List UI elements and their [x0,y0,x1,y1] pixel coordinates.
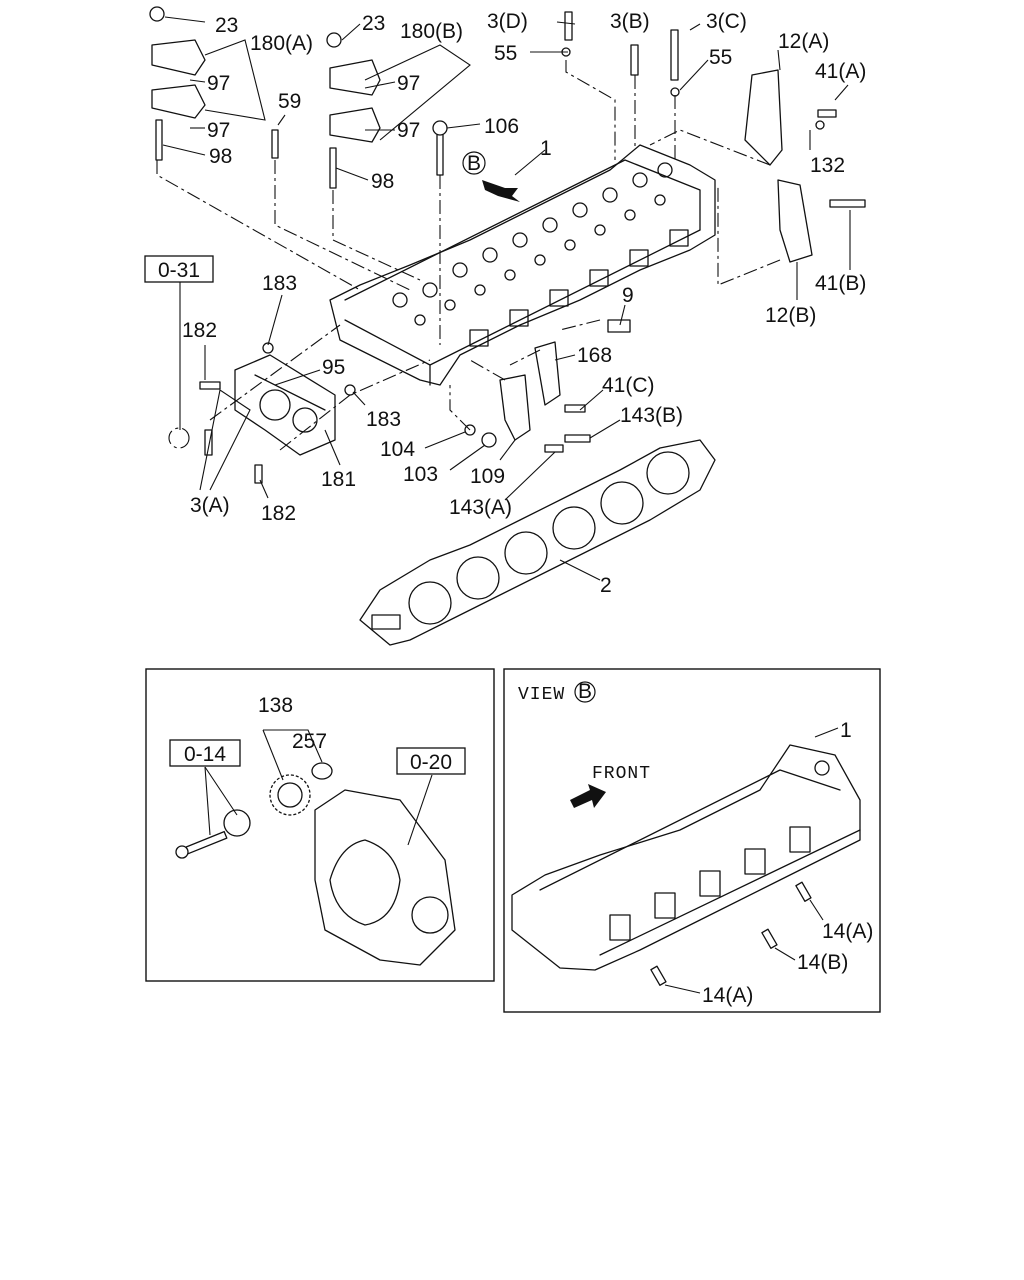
callout-143a: 143(A) [449,496,512,519]
callout-14b: 14(B) [797,951,848,974]
callout-2: 2 [600,574,612,597]
callout-9: 9 [622,284,634,307]
callout-183a: 183 [262,272,297,295]
main-callouts: 23 23 180(A) 180(B) 97 97 97 97 98 98 59… [182,10,866,597]
view-b-inset: VIEW B FRONT 1 14(A) 14(B) 14(A) [503,668,881,1013]
callout-3a: 3(A) [190,494,230,517]
bracket-illustration [499,341,561,441]
callout-97b: 97 [397,72,420,95]
callout-97d: 97 [397,119,420,142]
callout-14a-bottom: 14(A) [702,984,753,1007]
timing-gear-inset: 0-14 0-20 138 257 [145,668,495,982]
callout-143b: 143(B) [620,404,683,427]
dash-lines [156,60,781,451]
front-arrow [570,784,606,808]
callout-109: 109 [470,465,505,488]
callout-3d: 3(D) [487,10,528,33]
callout-55b: 55 [709,46,732,69]
callout-98a: 98 [209,145,232,168]
callout-183b: 183 [366,408,401,431]
callout-41b: 41(B) [815,272,866,295]
front-housing-illustration [234,354,336,456]
callout-41a: 41(A) [815,60,866,83]
callout-41c: 41(C) [602,374,655,397]
view-b-title: VIEW [518,685,565,705]
callout-23b: 23 [362,12,385,35]
callout-182a: 182 [182,319,217,342]
callout-1-main: 1 [540,137,552,160]
callout-3c: 3(C) [706,10,747,33]
callout-182b: 182 [261,502,296,525]
callout-97a: 97 [207,72,230,95]
fasteners-illustration [149,6,866,484]
callout-98b: 98 [371,170,394,193]
callout-106: 106 [484,115,519,138]
view-b-marker: B [578,680,592,703]
callout-132: 132 [810,154,845,177]
callout-104: 104 [380,438,415,461]
callout-12b: 12(B) [765,304,816,327]
front-label: FRONT [592,764,651,784]
callout-180a: 180(A) [250,32,313,55]
callout-97c: 97 [207,119,230,142]
ref-box-0-31: 0-31 [158,259,200,282]
ref-box-0-20: 0-20 [410,751,452,774]
callout-95: 95 [322,356,345,379]
callout-168: 168 [577,344,612,367]
callout-257: 257 [292,730,327,753]
callout-59: 59 [278,90,301,113]
callout-3b: 3(B) [610,10,650,33]
callout-12a: 12(A) [778,30,829,53]
side-brackets-illustration [744,69,813,263]
callout-181: 181 [321,468,356,491]
leader-lines [162,16,851,581]
callout-14a-top: 14(A) [822,920,873,943]
cylinder-head-illustration [329,144,716,386]
head-gasket-illustration [359,439,716,646]
main-exploded-view: B 0-31 23 23 180(A) 180(B) 97 97 97 97 9… [144,6,866,646]
callout-138: 138 [258,694,293,717]
callout-1-view: 1 [840,719,852,742]
callout-55a: 55 [494,42,517,65]
callout-23a: 23 [215,14,238,37]
view-marker-main: B [467,152,481,175]
callout-103: 103 [403,463,438,486]
direction-arrow-b [482,180,520,202]
ref-box-0-14: 0-14 [184,743,226,766]
callout-180b: 180(B) [400,20,463,43]
bearing-caps-illustration [151,39,381,143]
cylinder-head-ports [392,162,689,347]
